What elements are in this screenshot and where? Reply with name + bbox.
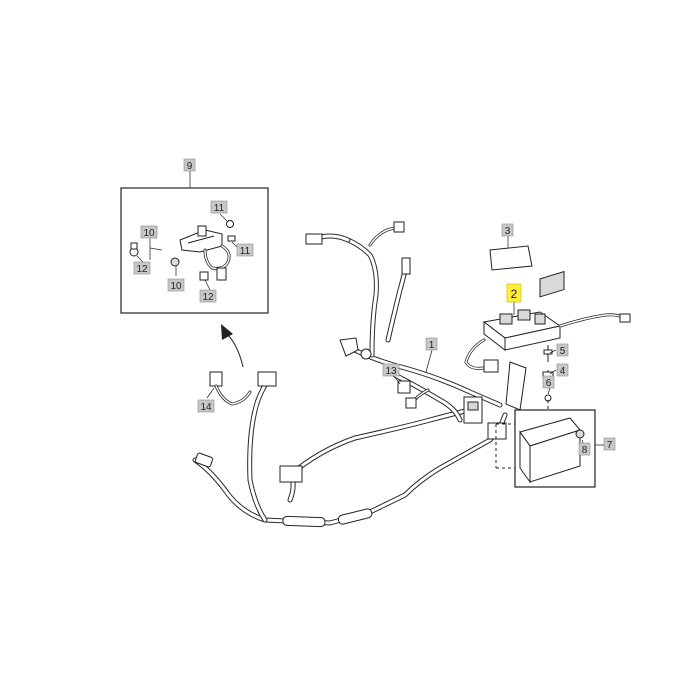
- main-harness: [192, 221, 527, 528]
- svg-text:14: 14: [200, 402, 212, 413]
- svg-text:1: 1: [429, 340, 435, 351]
- detail-inset-9: [120, 171, 269, 314]
- callout-8: 8: [578, 442, 591, 456]
- callout-14: 14: [197, 399, 215, 413]
- connector-left: [194, 452, 214, 468]
- connector-mid: [339, 337, 359, 357]
- svg-text:12: 12: [202, 292, 214, 303]
- fuse-box: [464, 309, 631, 373]
- svg-text:4: 4: [560, 366, 566, 377]
- svg-text:2: 2: [511, 287, 518, 301]
- controller-module: [539, 270, 565, 298]
- connector-14b: [257, 371, 277, 387]
- callout-9: 9: [183, 158, 196, 172]
- callout-5: 5: [556, 343, 569, 357]
- svg-text:3: 3: [505, 226, 511, 237]
- leaders: [206, 236, 557, 399]
- connector-top: [393, 221, 405, 233]
- callout-6: 6: [542, 375, 555, 389]
- callout-4: 4: [556, 363, 569, 377]
- nut-8: [575, 429, 585, 439]
- callout-12b: 12: [199, 289, 217, 303]
- svg-text:11: 11: [240, 246, 251, 257]
- callout-3: 3: [501, 223, 514, 237]
- callout-11b: 11: [236, 243, 254, 257]
- harness-bracket: [505, 361, 527, 411]
- svg-text:11: 11: [214, 203, 225, 214]
- svg-text:10: 10: [143, 228, 155, 239]
- connector-top-right: [401, 257, 411, 275]
- svg-text:12: 12: [136, 264, 148, 275]
- connector-14: [209, 371, 223, 387]
- detail-arrow: [221, 324, 244, 368]
- svg-text:10: 10: [170, 281, 182, 292]
- callout-11a: 11: [210, 200, 228, 214]
- callout-12a: 12: [133, 261, 151, 275]
- callout-10a: 10: [140, 225, 158, 239]
- label-sheet: [489, 245, 533, 271]
- controller-inset: [495, 270, 604, 488]
- connector-top-left: [305, 233, 323, 245]
- callout-13: 13: [382, 363, 400, 377]
- callout-2: 2: [506, 283, 522, 303]
- svg-text:5: 5: [560, 346, 566, 357]
- svg-text:13: 13: [385, 366, 397, 377]
- connector-13: [397, 380, 411, 394]
- svg-text:9: 9: [187, 161, 193, 172]
- callout-7: 7: [603, 437, 616, 451]
- callout-1: 1: [425, 337, 438, 351]
- svg-text:8: 8: [582, 445, 588, 456]
- connector-bottom: [279, 465, 303, 483]
- svg-text:7: 7: [607, 440, 613, 451]
- callout-10b: 10: [167, 278, 185, 292]
- svg-text:6: 6: [546, 378, 552, 389]
